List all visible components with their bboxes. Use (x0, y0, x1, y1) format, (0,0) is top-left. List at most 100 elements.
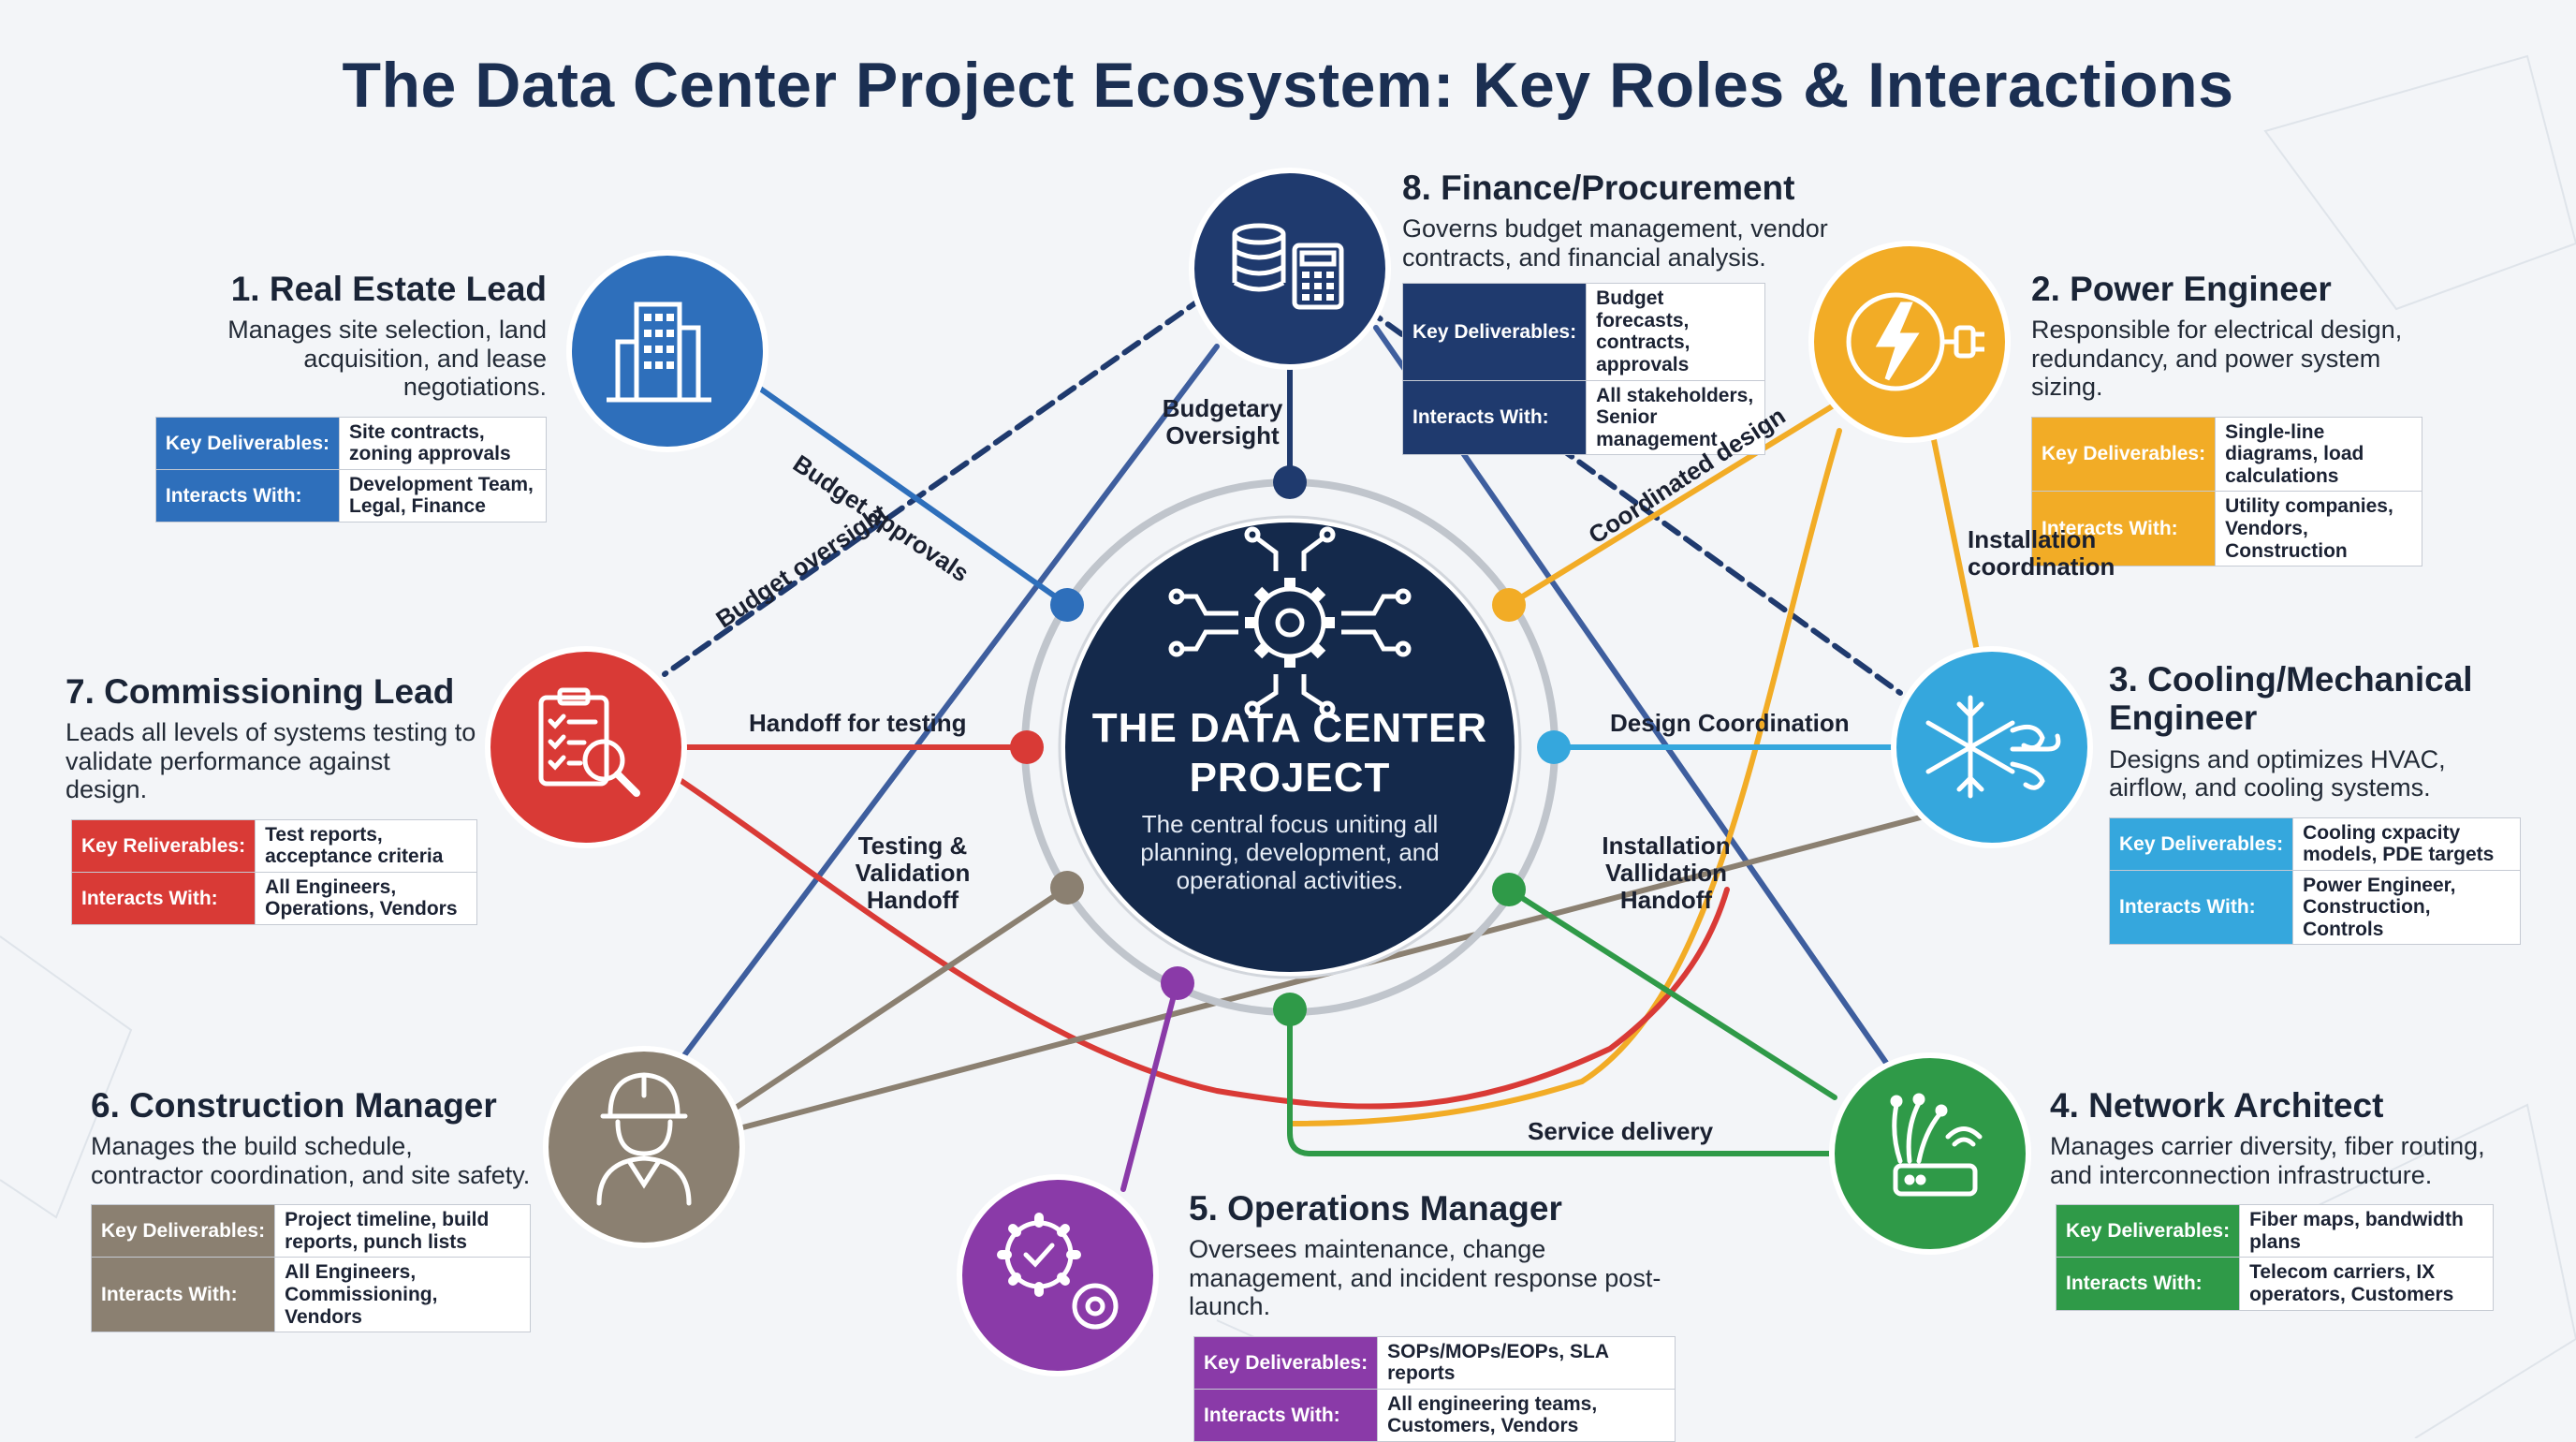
label-design-coordination: Design Coordination (1610, 709, 1850, 737)
ring-connector-dots (1010, 465, 1571, 1026)
page-title: The Data Center Project Ecosystem: Key R… (342, 50, 2234, 121)
interacts-with-label: Interacts With: (1401, 379, 1588, 456)
router-fiber-icon (1890, 1093, 1983, 1197)
role-description: Manages carrier diversity, fiber routing… (2050, 1132, 2485, 1189)
realestate-hub-line (751, 381, 1070, 608)
role-title: 1. Real Estate Lead (230, 270, 547, 308)
interacts-value: Power Engineer, Construction, Controls (2292, 869, 2521, 946)
role-description: Designs and optimizes HVAC, airflow, and… (2109, 744, 2446, 802)
dot-operations (1161, 966, 1194, 1000)
dot-finance (1273, 465, 1307, 499)
interacts-with-label: Interacts With: (2055, 1257, 2241, 1311)
role-title: 3. Cooling/Mechanical Engineer (2109, 660, 2473, 738)
deliverables-value: Fiber maps, bandwidth plans (2239, 1204, 2495, 1258)
interacts-with-label: Interacts With: (90, 1257, 276, 1333)
building-icon (607, 302, 711, 403)
finance-commissioning-dashed (662, 295, 1206, 677)
role-network: 4. Network Architect Manages carrier div… (2050, 1086, 2499, 1311)
deliverables-value: Test reports, acceptance criteria (255, 818, 477, 873)
role-detail-table: Key Deliverables: SOPs/MOPs/EOPs, SLA re… (1193, 1335, 1676, 1442)
role-title: 6. Construction Manager (91, 1086, 497, 1125)
lightning-plug-icon (1846, 292, 1984, 391)
gear-circuit-icon (1168, 526, 1412, 717)
role-description: Manages the build schedule, contractor c… (91, 1132, 531, 1189)
key-deliverables-label: Key Deliverables: (2108, 817, 2294, 871)
hub-subtitle: The central focus uniting all planning, … (1140, 810, 1440, 894)
role-description: Leads all levels of systems testing to v… (66, 718, 476, 804)
dot-cooling (1537, 730, 1571, 764)
label-testing-validation-handoff: Testing & Validation Handoff (855, 831, 971, 915)
label-budgetary-oversight: Budgetary Oversight (1162, 394, 1283, 450)
deliverables-value: Site contracts, zoning approvals (339, 416, 547, 470)
label-handoff-for-testing: Handoff for testing (749, 709, 967, 737)
role-finance: 8. Finance/Procurement Governs budget ma… (1401, 169, 1842, 456)
role-operations: 5. Operations Manager Oversees maintenan… (1189, 1189, 1676, 1442)
interacts-value: Telecom carriers, IX operators, Customer… (2239, 1257, 2495, 1311)
deliverables-value: Budget forecasts, contracts, approvals (1586, 283, 1766, 381)
key-deliverables-label: Key Deliverables: (1401, 283, 1588, 381)
role-detail-table: Key Reliverables: Test reports, acceptan… (70, 818, 477, 926)
role-title: 2. Power Engineer (2031, 270, 2332, 308)
deliverables-value: Cooling cxpacity models, PDE targets (2292, 817, 2521, 871)
label-installation-coordination: Installation coordination (1968, 525, 2115, 581)
network-hub-line (1506, 887, 1837, 1100)
interacts-value: All stakeholders, Senior management (1586, 379, 1766, 456)
dot-commissioning (1010, 730, 1044, 764)
role-description: Responsible for electrical design, redun… (2031, 316, 2403, 402)
key-deliverables-label: Key Deliverables: (90, 1204, 276, 1258)
hub-core (1065, 522, 1515, 972)
role-description: Manages site selection, land acquisition… (227, 316, 547, 402)
role-detail-table: Key Deliverables: Cooling cxpacity model… (2108, 817, 2521, 946)
role-description: Governs budget management, vendor contra… (1402, 214, 1828, 272)
cooling-node (1891, 646, 2093, 848)
role-commissioning: 7. Commissioning Lead Leads all levels o… (66, 672, 477, 926)
interacts-with-label: Interacts With: (70, 871, 256, 926)
network-service-path (1287, 1007, 1837, 1156)
role-detail-table: Key Deliverables: Single-line diagrams, … (2030, 416, 2423, 567)
clipboard-magnifier-icon (538, 687, 640, 797)
operations-node (957, 1174, 1159, 1376)
role-title: 4. Network Architect (2050, 1086, 2384, 1125)
label-service-delivery: Service delivery (1528, 1117, 1714, 1145)
connection-lines (662, 295, 1981, 1192)
role-detail-table: Key Deliverables: Budget forecasts, cont… (1401, 283, 1766, 456)
finance-construction-line (676, 344, 1220, 1066)
interacts-value: Utility companies, Vendors, Construction (2215, 491, 2423, 567)
network-node (1829, 1052, 2031, 1255)
role-detail-table: Key Deliverables: Fiber maps, bandwidth … (2055, 1204, 2495, 1311)
realestate-node (566, 250, 768, 452)
key-deliverables-label: Key Deliverables: (2030, 416, 2217, 493)
role-real-estate: 1. Real Estate Lead Manages site selecti… (140, 270, 547, 523)
interacts-value: Development Team, Legal, Finance (339, 468, 547, 523)
role-title: 8. Finance/Procurement (1402, 169, 1795, 207)
interacts-with-label: Interacts With: (154, 468, 341, 523)
interacts-value: All Engineers, Commissioning, Vendors (274, 1257, 531, 1333)
key-deliverables-label: Key Deliverables: (154, 416, 341, 470)
role-title: 5. Operations Manager (1189, 1189, 1562, 1228)
deliverables-value: Single-line diagrams, load calculations (2215, 416, 2423, 493)
key-deliverables-label: Key Deliverables: (2055, 1204, 2241, 1258)
gears-check-icon (997, 1213, 1119, 1330)
interacts-with-label: Interacts With: (2108, 869, 2294, 946)
dot-service (1273, 993, 1307, 1026)
power-cooling-line (1928, 423, 1981, 658)
interacts-value: All engineering teams, Customers, Vendor… (1377, 1388, 1676, 1442)
key-deliverables-label: Key Reliverables: (70, 818, 256, 873)
commissioning-node (485, 646, 687, 848)
construction-hub-line (730, 885, 1070, 1112)
deliverables-value: Project timeline, build reports, punch l… (274, 1204, 531, 1258)
dot-realestate (1050, 588, 1084, 622)
deliverables-value: SOPs/MOPs/EOPs, SLA reports (1377, 1335, 1676, 1390)
role-construction: 6. Construction Manager Manages the buil… (90, 1086, 531, 1333)
dot-construction (1050, 871, 1084, 905)
dot-network (1492, 873, 1526, 906)
dot-power (1492, 588, 1526, 622)
interacts-with-label: Interacts With: (1193, 1388, 1379, 1442)
hardhat-worker-icon (596, 1072, 692, 1206)
snowflake-icon (1925, 695, 2061, 799)
role-description: Oversees maintenance, change management,… (1189, 1235, 1661, 1321)
role-detail-table: Key Deliverables: Project timeline, buil… (90, 1204, 531, 1333)
interacts-with-label: Interacts With: (2030, 491, 2217, 567)
power-node (1808, 241, 2011, 443)
role-cooling: 3. Cooling/Mechanical Engineer Designs a… (2108, 660, 2521, 946)
